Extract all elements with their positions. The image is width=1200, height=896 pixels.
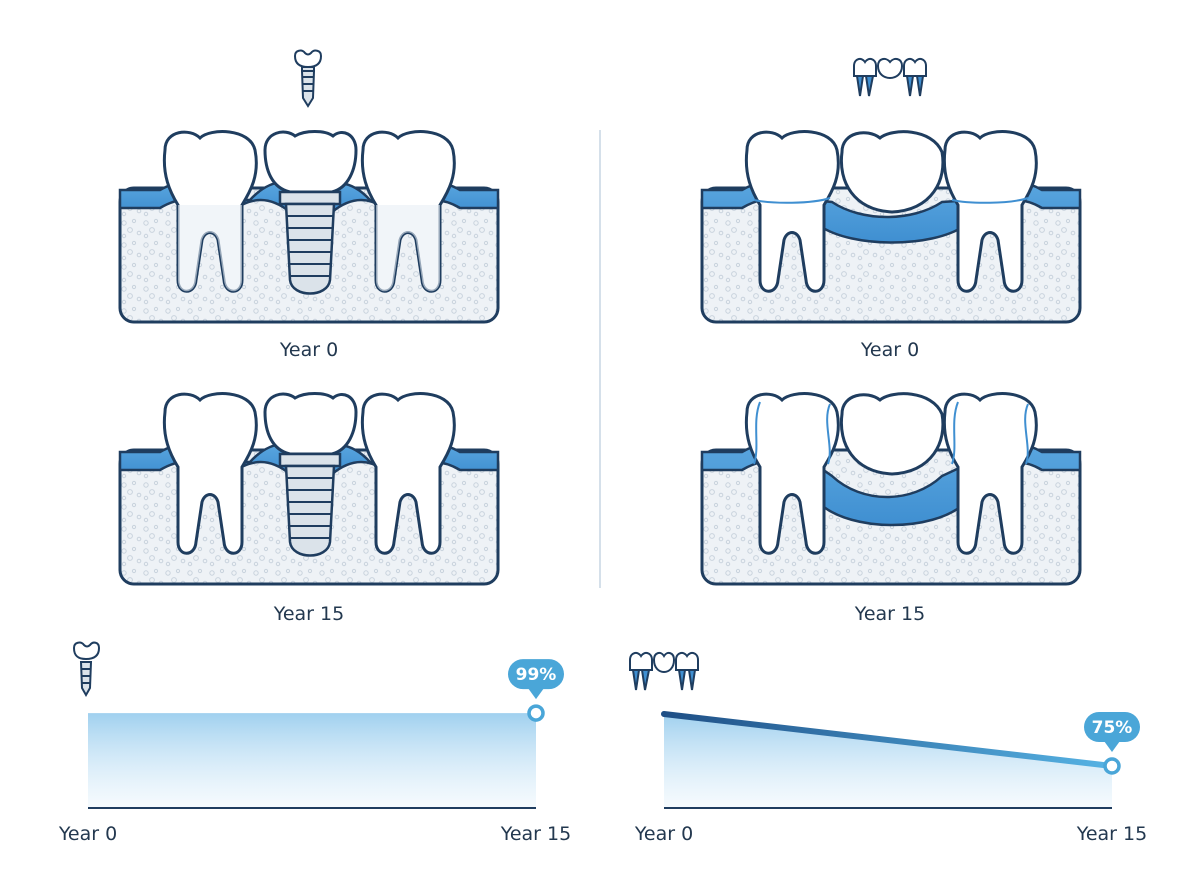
chart-implant-icon (72, 641, 101, 698)
dental-implant-icon (293, 49, 323, 108)
bridge-year15-label: Year 15 (854, 603, 925, 625)
implant-year15-label: Year 15 (273, 603, 344, 625)
series-area (88, 713, 536, 808)
x-tick-label: Year 0 (58, 823, 117, 845)
implant-year0-label: Year 0 (279, 339, 338, 361)
bridge-survival-chart: 75% Year 0 Year 15 (634, 711, 1147, 845)
bridge-year15-illustration (700, 392, 1082, 586)
dental-bridge-icon (853, 57, 927, 97)
chart-bridge-icon (629, 651, 699, 691)
end-point-marker (527, 704, 545, 722)
implant-year15-illustration (118, 392, 500, 586)
end-point-marker (1103, 757, 1121, 775)
value-badge-text: 75% (1092, 718, 1133, 738)
implant-year0-illustration (118, 130, 500, 324)
bridge-year0-label: Year 0 (860, 339, 919, 361)
x-tick-label: Year 15 (500, 823, 571, 845)
value-badge-text: 99% (516, 665, 557, 685)
value-badge: 75% (1084, 712, 1140, 752)
value-badge: 99% (508, 659, 564, 700)
x-tick-label: Year 0 (634, 823, 693, 845)
series-area (664, 714, 1112, 808)
x-tick-label: Year 15 (1076, 823, 1147, 845)
bridge-year0-illustration (700, 130, 1082, 324)
implant-survival-chart: 99% Year 0 Year 15 (58, 659, 571, 845)
series-line (661, 711, 1115, 769)
